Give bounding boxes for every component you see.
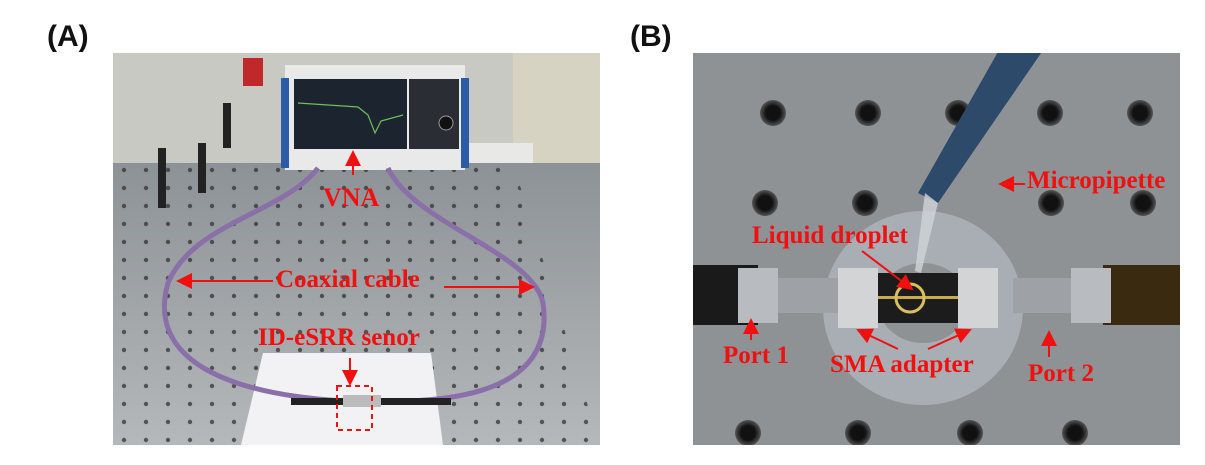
label-sensor: ID-eSRR senor <box>258 324 420 351</box>
panel-label-a: (A) <box>47 20 89 53</box>
photo-sensor-closeup <box>693 53 1180 445</box>
label-coaxial-cable: Coaxial cable <box>276 266 420 293</box>
label-port1: Port 1 <box>723 342 789 369</box>
label-micropipette: Micropipette <box>1027 167 1166 194</box>
droplet-arrow <box>861 250 914 291</box>
label-liquid-droplet: Liquid droplet <box>752 222 908 249</box>
photo-vna-setup <box>113 53 600 445</box>
sma-arrow-left <box>856 328 899 350</box>
panel-label-b: (B) <box>630 20 672 53</box>
label-port2: Port 2 <box>1028 360 1094 387</box>
label-vna: VNA <box>323 183 380 212</box>
sma-arrow-right <box>927 328 972 350</box>
label-sma-adapter: SMA adapter <box>830 351 974 378</box>
sensor-dashed-box <box>336 385 373 431</box>
